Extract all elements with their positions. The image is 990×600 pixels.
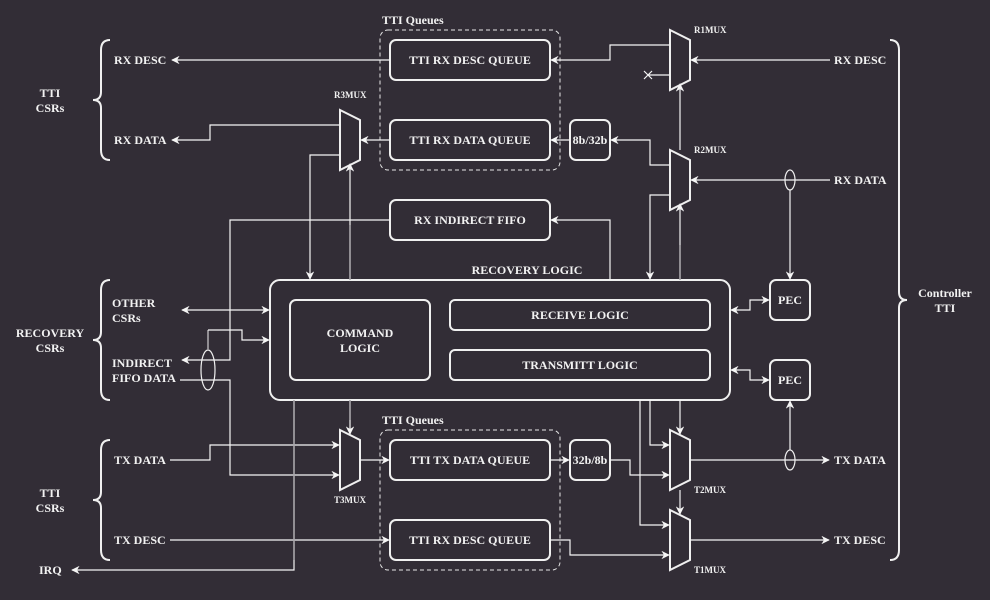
tti-tx-data-queue-label: TTI TX DATA QUEUE [410, 453, 530, 467]
wire-r2mux-converter [610, 135, 670, 166]
indirect-fifo-data-label-2: FIFO DATA [112, 371, 176, 385]
right-rx-data-label: RX DATA [834, 173, 887, 187]
wire-fifo-tap-recovery [208, 329, 270, 345]
pec-rx-block [769, 279, 811, 321]
t1-mux [669, 508, 691, 572]
recovery-csrs-label-2: CSRs [36, 341, 65, 355]
other-csrs-label-2: CSRs [112, 311, 141, 325]
irq-label: IRQ [39, 563, 62, 577]
wire-r1mux-rx-desc-queue [550, 44, 670, 65]
wire-recovery-t2mux [649, 400, 670, 450]
tti-csrs-bottom-label-2: CSRs [36, 501, 65, 515]
t3-mux-label: T3MUX [334, 495, 366, 505]
t2-mux-label: T2MUX [694, 485, 726, 495]
wire-fifo-data-t3mux [180, 379, 340, 480]
r3-mux [339, 108, 361, 172]
r1-mux [669, 28, 691, 92]
wire-r3mux-left-rx-data [171, 124, 340, 145]
pec-tx-label: PEC [778, 373, 802, 387]
tti-tx-desc-queue-label: TTI RX DESC QUEUE [409, 533, 531, 547]
wire-recovery-pec-rx [730, 295, 770, 315]
tx-queues-group [379, 429, 561, 571]
transmit-logic-block [449, 349, 711, 381]
tti-bottom-brace [92, 439, 111, 561]
tti-top-brace [92, 39, 111, 161]
left-tx-data-label: TX DATA [114, 453, 166, 467]
converter-8b-32b-label: 8b/32b [573, 133, 608, 147]
pec-tx-block [769, 359, 811, 401]
right-tx-desc-label: TX DESC [834, 533, 886, 547]
t1-mux-label: T1MUX [694, 565, 726, 575]
receive-logic-label: RECEIVE LOGIC [531, 308, 629, 322]
transmit-logic-label: TRANSMITT LOGIC [522, 358, 637, 372]
right-rx-desc-label: RX DESC [834, 53, 886, 67]
r2-mux [669, 148, 691, 212]
controller-tti-brace [889, 39, 908, 561]
left-rx-data-label: RX DATA [114, 133, 167, 147]
command-logic-block [289, 299, 431, 381]
controller-tti-label-1: Controller [918, 286, 972, 300]
tti-csrs-top-label-2: CSRs [36, 101, 65, 115]
recovery-csrs-label-1: RECOVERY [16, 326, 85, 340]
wire-left-tx-data-t3mux [170, 440, 340, 461]
tti-rx-desc-queue-label: TTI RX DESC QUEUE [409, 53, 531, 67]
other-csrs-label-1: OTHER [112, 296, 156, 310]
r3-mux-label: R3MUX [334, 90, 367, 100]
wire-fifo-left-indirect [181, 219, 390, 365]
t2-mux [669, 428, 691, 492]
wire-recovery-t1mux [639, 400, 670, 530]
tti-csrs-top-label-1: TTI [40, 86, 61, 100]
controller-tti-label-2: TTI [935, 301, 956, 315]
wire-r2mux-recovery [645, 194, 670, 280]
tti-csrs-bottom-label-1: TTI [40, 486, 61, 500]
receive-logic-block [449, 299, 711, 331]
command-logic-label-2: LOGIC [340, 341, 380, 355]
right-tx-data-label: TX DATA [834, 453, 886, 467]
tti-rx-data-queue-label: TTI RX DATA QUEUE [409, 133, 530, 147]
rx-indirect-fifo-label: RX INDIRECT FIFO [414, 213, 526, 227]
wire-irq [71, 560, 295, 575]
command-logic-label-1: COMMAND [327, 326, 394, 340]
no-connect-x-icon [643, 70, 653, 80]
recovery-logic-block [269, 279, 731, 401]
wire-converter-t2mux [610, 459, 670, 480]
fifo-data-tap-oval [200, 349, 216, 391]
wire-r3mux-recovery [305, 154, 340, 280]
left-tx-desc-label: TX DESC [114, 533, 166, 547]
recovery-logic-title: RECOVERY LOGIC [472, 263, 583, 277]
converter-32b-8b-label: 32b/8b [573, 453, 608, 467]
r2-mux-label: R2MUX [694, 145, 727, 155]
t3-mux [339, 428, 361, 492]
wire-recovery-rx-indirect-fifo [550, 215, 611, 280]
left-rx-desc-label: RX DESC [114, 53, 166, 67]
wire-recovery-pec-tx [730, 365, 770, 385]
indirect-fifo-data-label-1: INDIRECT [112, 356, 172, 370]
r1-mux-label: R1MUX [694, 25, 727, 35]
recovery-brace [92, 279, 111, 401]
pec-rx-label: PEC [778, 293, 802, 307]
wire-tx-desc-queue-t1mux [550, 539, 670, 560]
tx-queues-title: TTI Queues [382, 413, 444, 427]
rx-queues-group [379, 29, 561, 171]
rx-queues-title: TTI Queues [382, 13, 444, 27]
